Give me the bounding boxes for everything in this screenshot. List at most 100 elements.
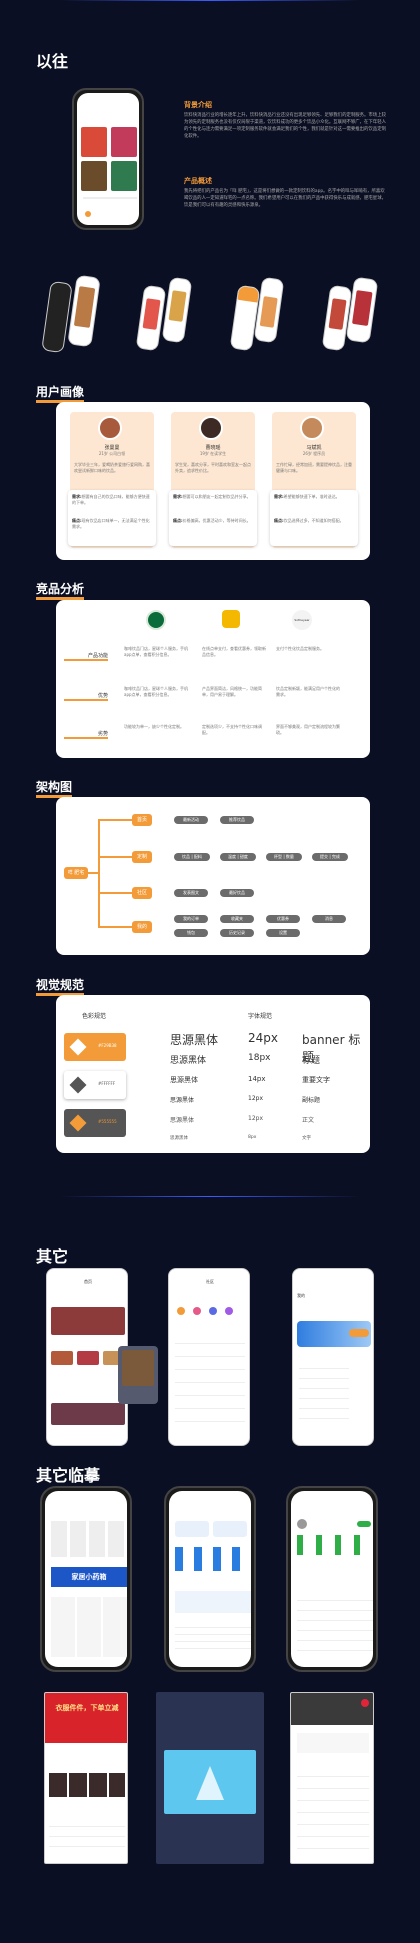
persona-meta: 26岁 程序员 (302, 451, 326, 456)
other-screen-community: 社区 (168, 1268, 250, 1446)
other-screen-home: 首页 (46, 1268, 128, 1446)
avatar (300, 416, 324, 440)
section-architecture-title: 架构图 (36, 778, 73, 798)
section-past-title: 以往 (36, 52, 69, 71)
other-screen-profile: 我的 (292, 1268, 374, 1446)
cell: 定制选项少，不支持个性化口味调配。 (202, 724, 262, 735)
product-body: 我先将把们的产品名为「咩 肥宅」，这是将们想做的一款定制饮料的app。名字中的咩… (184, 189, 386, 208)
font-family: 思源黑体 (170, 1136, 188, 1141)
font-usage: 正文 (302, 1117, 315, 1124)
font-usage: 副标题 (302, 1097, 321, 1104)
arch-branch: 我的 (132, 921, 152, 933)
arch-leaf: 优惠券 (266, 915, 300, 923)
persona-need: 想要有自己的饮品口味，能够方便快速的下单。 (72, 494, 150, 505)
competitive-card: Sotheyear 产品功能 咖啡饮品门店，星球个人服务，手机app点单，查看积… (56, 600, 370, 758)
banner-text: 家居小药箱 (51, 1567, 127, 1587)
font-size: 8px (248, 1135, 257, 1140)
background-body: 饮料快消品行业的增长逐年上升，饮料快消品行业还没有出现足够领先、足够我们的定制服… (184, 113, 386, 139)
font-usage: 文字 (302, 1136, 311, 1141)
product-title: 产品概述 (184, 177, 212, 185)
swatch-gray: #555555 (64, 1109, 126, 1137)
arch-leaf: 饮品 | 配料 (174, 853, 210, 861)
persona-pain-label: 痛点: (72, 518, 82, 523)
persona-meta: 21岁 公司白领 (98, 451, 126, 456)
font-size: 12px (248, 1095, 263, 1102)
persona-pain: 现有饮品店口味单一，无法满足个性化需求。 (72, 518, 150, 529)
arch-leaf: 收藏夹 (220, 915, 254, 923)
brand-logo-icon (222, 610, 240, 628)
cell: 界面不够美观，用户定制流程较为繁琐。 (276, 724, 340, 735)
hero-phone (72, 88, 144, 230)
architecture-card: 咩 肥宅 首页 最新活动 推荐饮品 定制 饮品 | 配料 温度 | 甜度 杯型 … (56, 797, 370, 955)
arch-leaf: 历史记录 (220, 929, 254, 937)
avatar (98, 416, 122, 440)
brand-mark-icon (69, 1038, 87, 1056)
cell: 支付个性化饮品定制服务。 (276, 646, 324, 651)
row-label: 优势 (64, 692, 108, 701)
copy-illustration-screen (156, 1692, 264, 1864)
font-family: 思源黑体 (170, 1056, 207, 1066)
poster-text: 衣服件件，下单立减 (45, 1693, 127, 1743)
persona-pain-label: 痛点: (173, 518, 183, 523)
arch-leaf: 温度 | 甜度 (220, 853, 256, 861)
visual-card: 色彩规范 字体规范 #F29B38 #FFFFFF #555555 思源黑体 2… (56, 995, 370, 1153)
persona-need-label: 需求: (173, 494, 183, 499)
arch-leaf: 发表图文 (174, 889, 208, 897)
font-usage: 标题 (302, 1056, 321, 1066)
arch-leaf: 消息 (312, 915, 346, 923)
font-usage: banner 标题 (302, 1033, 361, 1064)
arch-leaf: 我的订单 (174, 915, 208, 923)
arch-branch: 社区 (132, 887, 152, 899)
persona-meta: 19岁 在读学生 (199, 451, 227, 456)
persona-name: 曹晓瑶 (205, 445, 221, 451)
section-other-title: 其它 (36, 1247, 69, 1266)
persona-pain: 价格偏高，优惠活动少，等待时间长。 (182, 518, 251, 523)
section-visual-title: 视觉规范 (36, 976, 85, 996)
persona-bio: 工作忙碌，经常加班，需要提神饮品，注重健康与口味。 (276, 462, 352, 473)
copy-settings-screen (290, 1692, 374, 1864)
font-size: 12px (248, 1115, 263, 1122)
avatar (199, 416, 223, 440)
persona-pain-label: 痛点: (274, 518, 284, 523)
color-spec-title: 色彩规范 (82, 1013, 107, 1020)
font-size: 24px (248, 1031, 278, 1045)
copy-phone-3 (286, 1486, 378, 1672)
font-size: 14px (248, 1075, 266, 1083)
persona-bio: 学生党，喜欢分享，平时喜欢和室友一起点外卖，追求性价比。 (175, 462, 251, 473)
background-title: 背景介绍 (184, 101, 212, 109)
copy-phone-2 (164, 1486, 256, 1672)
arch-leaf: 设置 (266, 929, 300, 937)
arch-branch: 首页 (132, 814, 152, 826)
copy-phone-1: 家居小药箱 (40, 1486, 132, 1672)
persona-need-label: 需求: (274, 494, 284, 499)
cell: 咖啡饮品门店，星球个人服务，手机app点单，查看积分信息。 (124, 686, 188, 697)
font-family: 思源黑体 (170, 1117, 195, 1124)
row-label: 劣势 (64, 730, 108, 739)
copy-poster-screen: 衣服件件，下单立减 (44, 1692, 128, 1864)
top-glow (60, 0, 360, 1)
font-family: 思源黑体 (170, 1076, 198, 1084)
cell: 饮品定制新颖，能满足用户个性化的需求。 (276, 686, 340, 697)
arch-leaf: 推荐饮品 (220, 816, 254, 824)
row-label: 产品功能 (64, 652, 108, 661)
persona-name: 马斌凯 (306, 445, 322, 451)
swatch-white: #FFFFFF (64, 1071, 126, 1099)
cell: 在线点单支付，查看优惠券，领取新品信息。 (202, 646, 266, 657)
persona-bio: 大学毕业三年，爱喝奶茶爱旅行爱网购，喜欢尝试新鲜口味的饮品。 (74, 462, 150, 473)
arch-leaf: 钱包 (174, 929, 208, 937)
arch-leaf: 杯型 | 数量 (266, 853, 302, 861)
font-spec-title: 字体规范 (248, 1013, 273, 1020)
persona-card: 张曼曼 21岁 公司白领 大学毕业三年，爱喝奶茶爱旅行爱网购，喜欢尝试新鲜口味的… (56, 402, 370, 560)
overlay-card (118, 1346, 158, 1404)
sotheyear-logo-icon: Sotheyear (292, 610, 312, 630)
font-family: 思源黑体 (170, 1097, 195, 1104)
arch-leaf: 提交 | 完成 (312, 853, 348, 861)
font-usage: 重要文字 (302, 1076, 330, 1084)
arch-leaf: 最好饮品 (220, 889, 254, 897)
arch-leaf: 最新活动 (174, 816, 208, 824)
starbucks-logo-icon (146, 610, 166, 630)
arch-root: 咩 肥宅 (64, 867, 88, 879)
section-other-copy-title: 其它临摹 (36, 1466, 101, 1485)
font-size: 18px (248, 1053, 271, 1063)
brand-mark-icon (69, 1076, 87, 1094)
